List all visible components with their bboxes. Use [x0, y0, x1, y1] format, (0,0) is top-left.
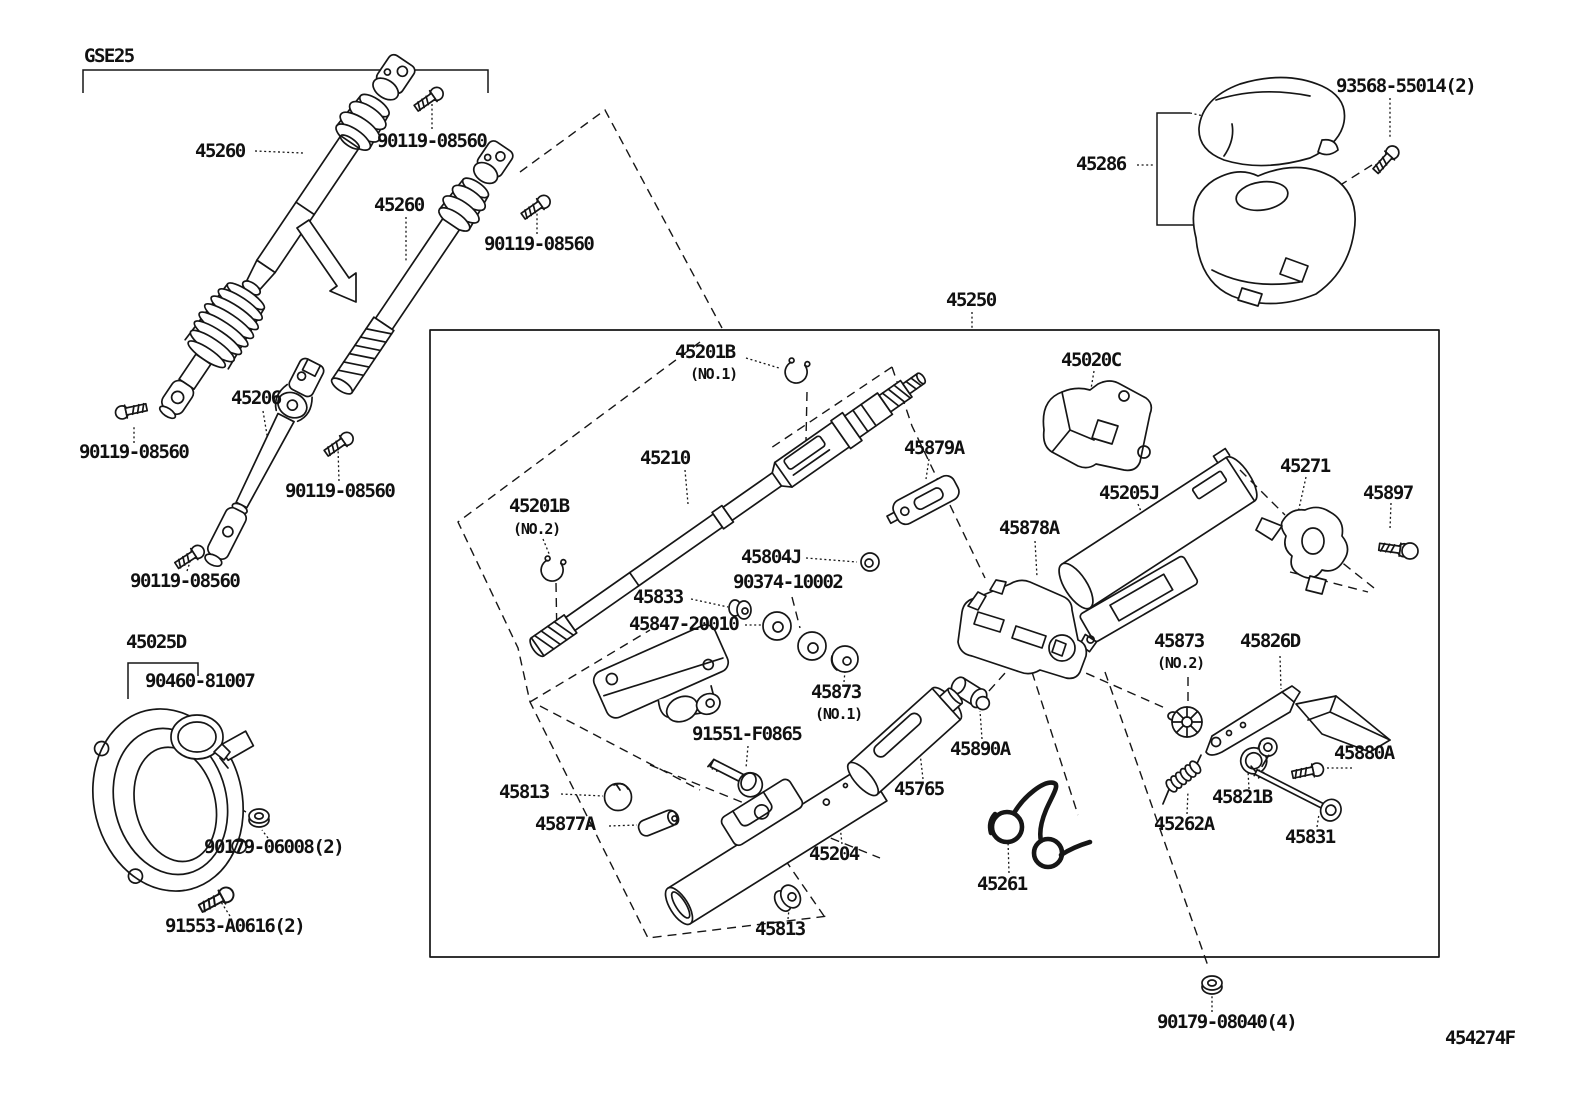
drawing-45204 — [664, 764, 888, 926]
part-label-45813-2: 45813 — [755, 918, 806, 940]
drawing-45205j — [1058, 447, 1258, 653]
part-label-45890a: 45890A — [950, 738, 1011, 760]
part-label-45877a: 45877A — [535, 813, 596, 835]
drawing-45210 — [529, 372, 927, 658]
part-label-45201b-1: 45201B — [675, 341, 736, 363]
bolt-91551 — [707, 758, 764, 798]
part-label-gse25: GSE25 — [84, 45, 135, 67]
collar-45813-upper — [603, 782, 633, 812]
part-label-45873-1s: (NO.1) — [815, 705, 863, 723]
part-label-45879a: 45879A — [904, 437, 965, 459]
part-label-90119-2: 90119-08560 — [484, 233, 595, 255]
part-label-45873-2: 45873 — [1154, 630, 1205, 652]
part-label-45206: 45206 — [231, 387, 282, 409]
drawing-45260-upper — [158, 53, 416, 420]
part-label-45804j: 45804J — [741, 546, 802, 568]
part-label-45204: 45204 — [809, 843, 860, 865]
drawing-45020c — [1042, 380, 1153, 472]
direction-arrow — [296, 219, 357, 303]
bush-45813-lower — [773, 884, 802, 912]
part-label-90119-3: 90119-08560 — [79, 441, 190, 463]
part-label-45260-1: 45260 — [195, 140, 246, 162]
part-label-45205j: 45205J — [1099, 482, 1160, 504]
snap-ring-45201b-no1 — [784, 357, 811, 384]
part-label-45025d: 45025D — [126, 631, 187, 653]
screw-45897-icon — [1377, 539, 1419, 560]
washer-45847 — [762, 611, 792, 641]
part-label-45847: 45847-20010 — [629, 613, 740, 635]
wheel-45873-no2 — [1167, 706, 1203, 738]
bracket-45025d — [127, 662, 199, 699]
part-label-45210: 45210 — [640, 447, 691, 469]
drawing-45206 — [204, 357, 325, 568]
bush-90374 — [797, 631, 827, 661]
part-label-45286: 45286 — [1076, 153, 1127, 175]
part-label-45260-2: 45260 — [374, 194, 425, 216]
part-label-45262a: 45262A — [1154, 813, 1215, 835]
part-label-45831: 45831 — [1285, 826, 1336, 848]
part-label-90119-4: 90119-08560 — [285, 480, 396, 502]
drawing-45025d — [91, 708, 255, 892]
part-label-45821b: 45821B — [1212, 786, 1273, 808]
assembly-box-45250 — [429, 329, 1440, 958]
drawing-45765 — [846, 686, 964, 797]
part-label-45833: 45833 — [633, 586, 684, 608]
part-label-45873-1: 45873 — [811, 681, 862, 703]
grommet-45804j — [860, 552, 880, 572]
part-label-90119-1: 90119-08560 — [377, 130, 488, 152]
drawing-45821b — [1239, 737, 1278, 775]
part-label-45880a: 45880A — [1334, 742, 1395, 764]
drawing-45260-lower — [330, 140, 514, 395]
part-label-45897: 45897 — [1363, 482, 1414, 504]
part-label-90179-1: 90179-06008(2) — [204, 836, 345, 858]
part-label-45201b-1s: (NO.1) — [690, 365, 738, 383]
part-label-fig: 454274F — [1445, 1027, 1516, 1049]
part-label-45826d: 45826D — [1240, 630, 1301, 652]
part-label-45878a: 45878A — [999, 517, 1060, 539]
cover-bracket-45286 — [1156, 112, 1193, 226]
part-label-45201b-2s: (NO.2) — [513, 520, 561, 538]
part-label-91553: 91553-A0616(2) — [165, 915, 306, 937]
knob-45890a — [950, 676, 991, 711]
part-label-45201b-2: 45201B — [509, 495, 570, 517]
gse25-bracket — [82, 69, 489, 93]
plug-45833 — [728, 599, 752, 620]
part-label-45813-1: 45813 — [499, 781, 550, 803]
part-label-45271: 45271 — [1280, 455, 1331, 477]
part-label-45765: 45765 — [894, 778, 945, 800]
drawing-45826d — [1205, 685, 1391, 756]
part-label-45873-2s: (NO.2) — [1157, 654, 1205, 672]
drawing-45277a — [592, 624, 730, 723]
snap-ring-45201b-no2 — [540, 555, 567, 582]
part-label-90374: 90374-10002 — [733, 571, 844, 593]
drawing-45262a — [1162, 754, 1202, 805]
part-label-90119-5: 90119-08560 — [130, 570, 241, 592]
drawing-45261 — [987, 780, 1093, 870]
part-label-45020c: 45020C — [1061, 349, 1122, 371]
drawing-45271 — [1255, 506, 1349, 595]
part-label-93568: 93568-55014(2) — [1336, 75, 1477, 97]
pin-45877a — [637, 809, 680, 837]
drawing-45286 — [1192, 76, 1356, 307]
part-label-45250: 45250 — [946, 289, 997, 311]
part-label-90179-2: 90179-08040(4) — [1157, 1011, 1298, 1033]
part-label-45261: 45261 — [977, 873, 1028, 895]
drawing-45878a — [957, 579, 1088, 680]
bush-45873-no1 — [830, 645, 859, 673]
drawing-45879a — [886, 474, 960, 526]
part-label-90460: 90460-81007 — [145, 670, 256, 692]
drawing-45831 — [1250, 765, 1342, 822]
part-label-91551: 91551-F0865 — [692, 723, 803, 745]
